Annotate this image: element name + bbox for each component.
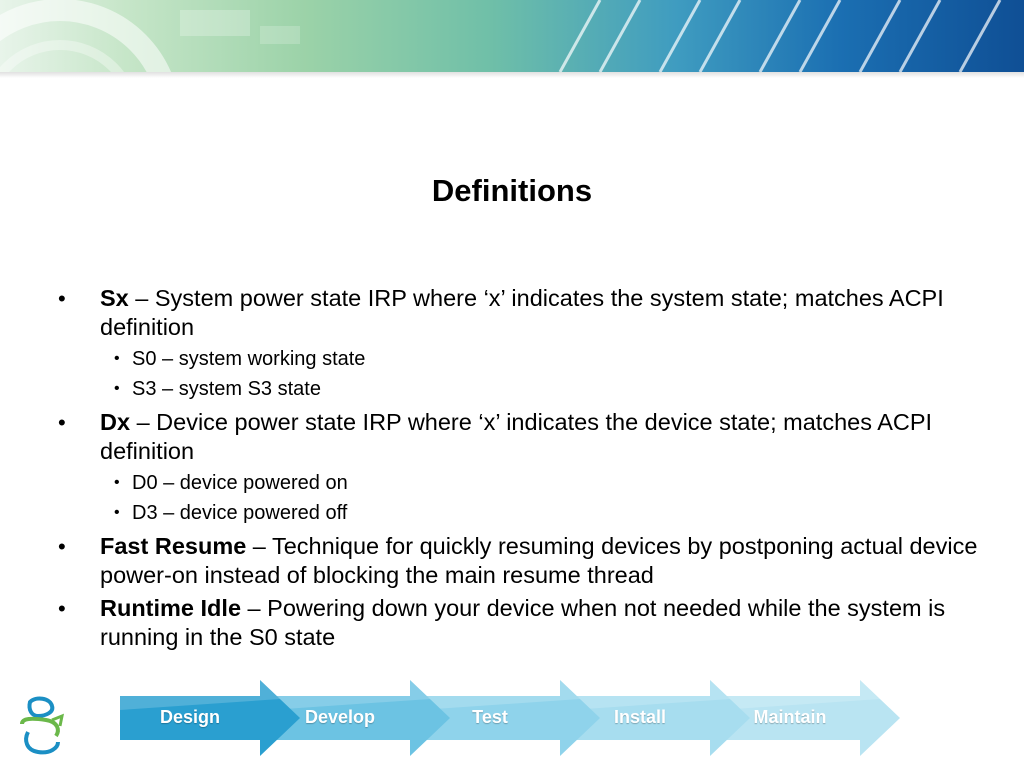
- definition-term: Fast Resume: [100, 533, 247, 559]
- sub-list: • S0 – system working state • S3 – system S…: [58, 346, 978, 402]
- definition-text: – Device power state IRP where ‘x’ indic…: [100, 409, 933, 464]
- process-step-label: Maintain: [753, 707, 827, 727]
- bullet-icon: •: [114, 350, 120, 367]
- definition-text: – System power state IRP where ‘x’ indic…: [100, 285, 944, 340]
- people-logo-icon: [16, 696, 68, 758]
- bullet-icon: •: [114, 474, 120, 491]
- bullet-icon: •: [114, 380, 120, 397]
- sub-item-text: S0 – system working state: [132, 348, 366, 370]
- arrow-shape-icon: [270, 680, 450, 756]
- definition-item: • Fast Resume – Technique for quickly res…: [58, 532, 978, 590]
- definition-item: • Dx – Device power state IRP where ‘x’ i…: [58, 408, 978, 466]
- definition-term: Runtime Idle: [100, 595, 242, 621]
- process-step-label: Test: [472, 707, 508, 727]
- sub-list: • D0 – device powered on • D3 – device powe…: [58, 470, 978, 526]
- banner-pattern-icon: [0, 0, 1002, 72]
- definition-term: Dx: [100, 409, 131, 435]
- sub-item-text: S3 – system S3 state: [132, 378, 321, 400]
- process-step: Test: [420, 676, 600, 760]
- header-banner: [0, 0, 1024, 72]
- process-step: Maintain: [720, 676, 900, 760]
- definition-text: – Technique for quickly resuming devices…: [100, 533, 978, 588]
- definition-item: • Runtime Idle – Powering down your devic…: [58, 594, 978, 652]
- arrow-shape-icon: [420, 680, 600, 756]
- process-step: Design: [120, 676, 300, 760]
- bullet-icon: •: [58, 286, 66, 311]
- process-step-label: Develop: [304, 707, 376, 727]
- bullet-icon: •: [58, 534, 66, 559]
- sub-item: • D0 – device powered on: [100, 470, 978, 496]
- arrow-shape-icon: [120, 680, 300, 756]
- slide-title: Definitions: [431, 173, 593, 208]
- process-step-label: Install: [613, 707, 666, 727]
- sub-item: • S3 – system S3 state: [100, 376, 978, 402]
- bullet-icon: •: [58, 596, 66, 621]
- definitions-list: • Sx – System power state IRP where ‘x’ i…: [58, 284, 978, 656]
- definition-item: • Sx – System power state IRP where ‘x’ i…: [58, 284, 978, 342]
- process-step: Develop: [270, 676, 450, 760]
- arrow-shape-icon: [570, 680, 750, 756]
- bullet-icon: •: [114, 504, 120, 521]
- sub-item-text: D3 – device powered off: [132, 502, 348, 524]
- sub-item: • S0 – system working state: [100, 346, 978, 372]
- arrow-shape-icon: [720, 680, 900, 756]
- bullet-icon: •: [58, 410, 66, 435]
- definition-text: – Powering down your device when not nee…: [100, 595, 946, 650]
- definition-term: Sx: [100, 285, 129, 311]
- process-step-label: Design: [159, 707, 220, 727]
- sub-item-text: D0 – device powered on: [132, 472, 348, 494]
- banner-shadow: [0, 72, 1024, 78]
- process-flow: Design Develop Test Install Maintain: [120, 676, 920, 760]
- process-step: Install: [570, 676, 750, 760]
- sub-item: • D3 – device powered off: [100, 500, 978, 526]
